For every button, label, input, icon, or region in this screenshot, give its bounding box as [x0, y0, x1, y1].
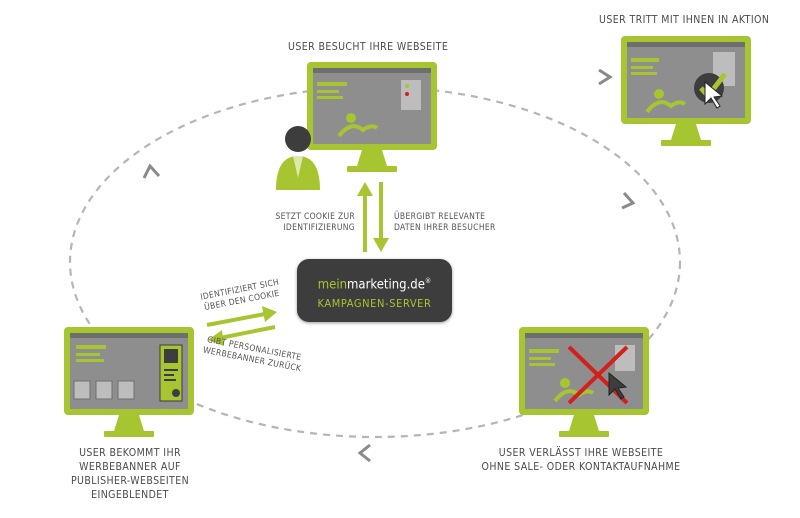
label-banner-line4: EINGEBLENDET	[91, 489, 169, 501]
brand-mark: ®	[424, 277, 432, 285]
chevron-icon	[357, 443, 371, 463]
user-avatar-icon	[276, 126, 320, 190]
arrow-left	[208, 325, 276, 346]
label-action: USER TRITT MIT IHNEN IN AKTION	[599, 14, 770, 26]
cycle-path	[68, 85, 682, 439]
label-data-line2: DATEN IHRER BESUCHER	[394, 223, 496, 233]
label-banner: USER BEKOMMT IHR WERBEBANNER AUF PUBLISH…	[45, 446, 215, 502]
label-leave: USER VERLÄSST IHRE WEBSEITE OHNE SALE- O…	[481, 446, 681, 474]
monitor-icon	[307, 62, 437, 172]
label-data: ÜBERGIBT RELEVANTE DATEN IHRER BESUCHER	[394, 212, 496, 234]
arrow-right	[206, 306, 277, 327]
cursor-icon	[704, 80, 724, 109]
chevron-icon	[142, 163, 161, 179]
chevron-icon	[621, 191, 636, 210]
label-banner-line2: WERBEBANNER AUF	[79, 461, 181, 473]
brand-part-b: marketing.de	[347, 277, 425, 293]
label-visit: USER BESUCHT IHRE WEBSEITE	[288, 41, 449, 53]
monitor-icon	[519, 327, 649, 437]
server-brand: meinmarketing.de®	[297, 273, 452, 293]
brand-part-a: mein	[317, 277, 348, 293]
label-cookie-line2: IDENTIFIZIERUNG	[283, 223, 355, 233]
label-leave-line1: USER VERLÄSST IHRE WEBSEITE	[498, 447, 664, 459]
monitor-icon	[621, 36, 751, 146]
campaign-server-box: meinmarketing.de® KAMPAGNEN-SERVER	[297, 259, 452, 322]
label-banner-line1: USER BEKOMMT IHR	[79, 447, 181, 459]
label-leave-line2: OHNE SALE- ODER KONTAKTAUFNAHME	[481, 461, 681, 473]
monitor-icon	[64, 327, 194, 437]
label-cookie: SETZT COOKIE ZUR IDENTIFIZIERUNG	[241, 212, 355, 234]
label-data-line1: ÜBERGIBT RELEVANTE	[394, 212, 486, 222]
chevron-icon	[598, 68, 613, 86]
label-banner-line3: PUBLISHER-WEBSEITEN	[70, 475, 190, 487]
server-title: KAMPAGNEN-SERVER	[317, 297, 432, 311]
label-cookie-line1: SETZT COOKIE ZUR	[275, 212, 355, 222]
arrow-down	[373, 182, 389, 252]
cursor-icon	[608, 371, 628, 400]
arrow-up	[357, 182, 373, 252]
